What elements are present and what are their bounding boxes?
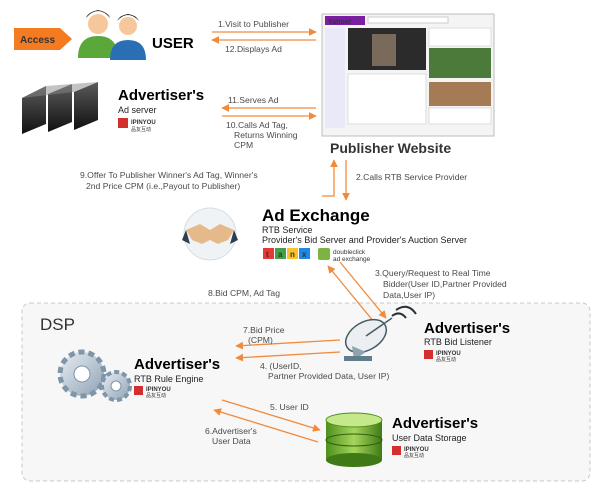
svg-text:t: t <box>266 250 269 259</box>
step-3-line3: Data,User IP) <box>383 290 435 300</box>
step-6-line2: User Data <box>212 436 251 446</box>
step-5-label: 5. User ID <box>270 402 309 412</box>
publisher-website-thumbnail: Yahoo! <box>321 13 495 137</box>
step-4-line1: 4. (UserID, <box>260 361 302 371</box>
step-12-label: 12.Displays Ad <box>225 44 282 54</box>
step-3-line1: 3.Query/Request to Real Time <box>375 268 491 278</box>
arrow-3 <box>339 261 387 319</box>
svg-text:IPINYOU: IPINYOU <box>146 387 171 393</box>
ipinyou-logo-listener: IPINYOU 品友互动 <box>424 350 461 363</box>
ad-server-icon <box>22 82 98 134</box>
tanx-logo: t a n x <box>263 248 310 259</box>
arrow-6 <box>213 408 319 443</box>
step-7-line1: 7.Bid Price <box>243 325 285 335</box>
step-3-line2: Bidder(User ID,Partner Provided <box>383 279 507 289</box>
arrow-8 <box>327 265 375 323</box>
arrow-4 <box>235 351 341 362</box>
arrow-7 <box>235 339 341 350</box>
arrow-9 <box>322 159 338 197</box>
rule-engine-title: Advertiser's <box>134 356 220 373</box>
svg-text:IPINYOU: IPINYOU <box>404 447 429 453</box>
ipinyou-logo-rule-engine: IPINYOU 品友互动 <box>134 386 171 399</box>
ad-exchange-title: Ad Exchange <box>262 206 370 225</box>
svg-text:IPINYOU: IPINYOU <box>131 120 156 126</box>
user-icon <box>78 10 146 60</box>
access-badge: Access <box>14 28 72 50</box>
database-icon <box>325 412 383 467</box>
svg-text:ad exchange: ad exchange <box>333 256 371 263</box>
ad-server-title: Advertiser's <box>118 87 204 104</box>
data-storage-title: Advertiser's <box>392 415 478 432</box>
ad-exchange-line1: RTB Service <box>262 225 312 235</box>
step-10-line3: CPM <box>234 140 253 150</box>
svg-text:doubleclick: doubleclick <box>333 249 366 256</box>
svg-text:a: a <box>278 250 283 259</box>
arrow-5 <box>221 399 321 432</box>
bid-listener-title: Advertiser's <box>424 320 510 337</box>
step-9-line1: 9.Offer To Publisher Winner's Ad Tag, Wi… <box>80 170 258 180</box>
dsp-region <box>21 302 591 482</box>
doubleclick-logo: doubleclick ad exchange <box>318 248 371 263</box>
step-10-line2: Returns Winning <box>234 130 298 140</box>
ipinyou-logo-adserver: IPINYOU 品友互动 <box>118 118 156 133</box>
user-label: USER <box>152 35 194 52</box>
step-2-label: 2.Calls RTB Service Provider <box>356 172 467 182</box>
access-label: Access <box>20 35 55 46</box>
svg-text:品友互动: 品友互动 <box>404 452 424 459</box>
svg-text:x: x <box>302 250 307 259</box>
ad-exchange-line2: Provider's Bid Server and Provider's Auc… <box>262 235 467 245</box>
ipinyou-logo-storage: IPINYOU 品友互动 <box>392 446 429 459</box>
svg-text:IPINYOU: IPINYOU <box>436 351 461 357</box>
satellite-dish-icon <box>344 305 417 361</box>
step-6-line1: 6.Advertiser's <box>205 426 257 436</box>
dsp-label: DSP <box>40 315 75 334</box>
svg-text:品友互动: 品友互动 <box>131 126 151 133</box>
step-8-label: 8.Bid CPM, Ad Tag <box>208 288 280 298</box>
svg-text:n: n <box>290 250 295 259</box>
svg-text:Yahoo!: Yahoo! <box>328 19 351 26</box>
svg-text:品友互动: 品友互动 <box>436 356 456 363</box>
step-11-label: 11.Serves Ad <box>228 95 279 105</box>
bid-listener-subtitle: RTB Bid Listener <box>424 337 492 347</box>
step-7-line2: (CPM) <box>248 335 273 345</box>
ad-server-subtitle: Ad server <box>118 105 157 115</box>
handshake-icon <box>182 207 238 261</box>
step-1-label: 1.Visit to Publisher <box>218 19 289 29</box>
step-4-line2: Partner Provided Data, User IP) <box>268 371 389 381</box>
step-9-line2: 2nd Price CPM (i.e.,Payout to Publisher) <box>86 181 240 191</box>
rule-engine-subtitle: RTB Rule Engine <box>134 374 203 384</box>
step-10-line1: 10.Calls Ad Tag, <box>226 120 288 130</box>
gears-icon <box>57 349 132 402</box>
data-storage-subtitle: User Data Storage <box>392 433 467 443</box>
publisher-website-label: Publisher Website <box>330 140 451 156</box>
svg-text:品友互动: 品友互动 <box>146 392 166 399</box>
